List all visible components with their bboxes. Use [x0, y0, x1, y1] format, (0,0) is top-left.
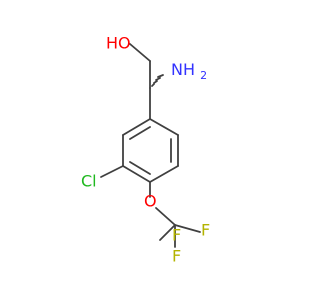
molecule-canvas: HO NH 2 Cl O F F F	[81, 34, 210, 266]
bond-layer	[100, 43, 201, 248]
label-chloro: Cl	[81, 172, 97, 191]
molecule-structure: HO NH 2 Cl O F F F	[81, 34, 210, 266]
hash-2	[153, 80, 158, 84]
label-amino-subscript: 2	[200, 69, 207, 82]
hash-3	[155, 77, 161, 81]
ring-bond-6	[122, 118, 151, 136]
label-amino: NH 2	[171, 60, 207, 83]
bond-o-ch2	[129, 43, 151, 62]
ring-double-3	[129, 126, 151, 140]
bond-c-f-right	[174, 224, 201, 233]
ring-double-2	[129, 161, 151, 175]
label-fluorine-right: F	[201, 221, 210, 240]
ring-bond-3	[149, 165, 179, 183]
ring-bond-1	[149, 118, 179, 136]
bond-o-cf3	[155, 207, 176, 226]
ring-bond-4	[122, 165, 151, 183]
hash-1	[151, 83, 155, 87]
stereo-hash-wedge	[151, 74, 164, 87]
label-ether-oxygen: O	[144, 192, 157, 211]
bond-c-f-bottom	[159, 224, 176, 241]
label-fluorine-top: F	[172, 226, 181, 245]
label-amino-main: NH	[171, 60, 195, 79]
bond-ring-cl	[100, 165, 124, 178]
hash-4	[157, 74, 164, 78]
label-hydroxyl: HO	[106, 34, 131, 53]
atom-labels: HO NH 2 Cl O F F F	[81, 34, 210, 266]
label-fluorine-bottom: F	[172, 247, 181, 266]
